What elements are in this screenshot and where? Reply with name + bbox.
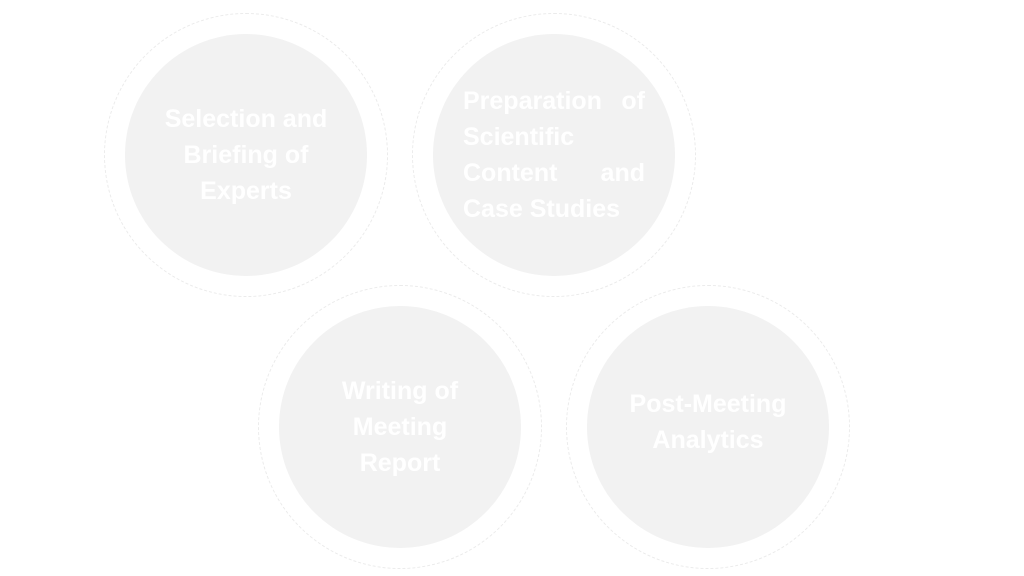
step-circle-3: Writing of Meeting Report	[279, 306, 521, 548]
step-ring-1	[104, 13, 388, 297]
step-circle-2: Preparation of Scientific Content and Ca…	[433, 34, 675, 276]
step-ring-4	[566, 285, 850, 569]
step-label: Selection and Briefing of Experts	[164, 105, 328, 205]
step-circle-4: Post-Meeting Analytics	[587, 306, 829, 548]
step-ring-2	[412, 13, 696, 297]
step-ring-3	[258, 285, 542, 569]
step-label: Post-Meeting Analytics	[629, 390, 787, 454]
step-label: Writing of Meeting Report	[341, 377, 459, 477]
step-circle-1: Selection and Briefing of Experts	[125, 34, 367, 276]
step-label: Preparation of Scientific Content and Ca…	[463, 87, 645, 223]
